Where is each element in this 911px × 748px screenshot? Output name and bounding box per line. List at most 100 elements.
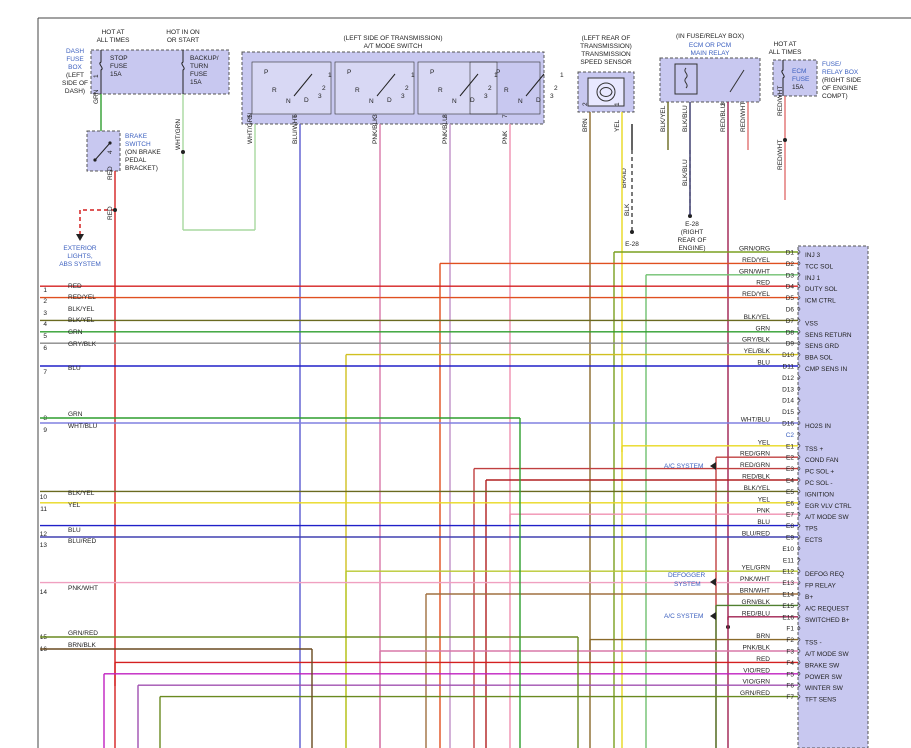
brake-switch-label-3: (ON BRAKE [125, 149, 161, 156]
left-wire-label: GRN [68, 329, 83, 336]
trans-left-side-1: (LEFT SIDE OF TRANSMISSION) [343, 35, 442, 42]
ac-system-ref-1: A/C SYSTEM [664, 463, 703, 470]
ecm-pin-terminal [797, 500, 801, 506]
mode-letter: 3 [550, 93, 554, 100]
mode-letter: N [452, 98, 457, 105]
ecm-pin-id: E13 [782, 580, 794, 587]
left-wire-number: 6 [43, 345, 47, 352]
ecm-pin-wire: RED [756, 656, 770, 663]
mode-letter: N [286, 98, 291, 105]
left-wire-label: WHT/BLU [68, 423, 98, 430]
left-wire-labels: 1RED2RED/YEL3BLK/YEL4BLK/YEL5GRN6GRY/BLK… [40, 283, 579, 748]
backup-fuse-3: FUSE [190, 71, 208, 78]
mode-letter: 1 [560, 72, 564, 79]
mode-switch-section-3 [417, 61, 498, 115]
speed-sensor-winding [599, 87, 613, 97]
ecm-pin-function: POWER SW [805, 674, 843, 681]
ecm-pin-id: E11 [783, 557, 794, 564]
ecm-pin-id: F4 [786, 660, 794, 667]
dash-fuse-label-1: DASH [66, 48, 84, 55]
ground-e28-b-1: E-28 [685, 221, 699, 228]
ecm-pin-function: VSS [805, 320, 819, 327]
ecm-pin-terminal [797, 318, 801, 323]
vertical-wire-label: RED [107, 206, 114, 220]
ecm-pin-function: BBA SOL [805, 355, 833, 362]
vertical-wire-pin: 4 [107, 150, 114, 154]
ecm-pin-wire: YEL/GRN [741, 565, 770, 572]
ecm-pin-id: E7 [786, 512, 794, 519]
ecm-pin-terminal [797, 682, 801, 688]
ground-e28-b-2: (RIGHT [681, 229, 703, 236]
ecm-pin-wire: RED/GRN [740, 451, 770, 458]
ecm-pin-terminal [797, 648, 801, 654]
ecm-pin-terminal [797, 386, 801, 392]
exterior-lights-2: LIGHTS, [67, 253, 92, 260]
ecm-fuse-1: ECM [792, 68, 806, 75]
ecm-pin-function: DUTY SOL [805, 286, 838, 293]
left-wire-label: BLU [68, 365, 81, 372]
ecm-pin-terminal [797, 660, 801, 665]
ecm-pin-wire: PNK/WHT [740, 576, 770, 583]
ecm-pin-terminal [797, 637, 801, 642]
ground-e28-b-4: ENGINE) [678, 245, 705, 252]
mode-letter: P [430, 69, 434, 76]
ecm-pin-function: B+ [805, 594, 813, 601]
backup-fuse-4: 15A [190, 79, 202, 86]
ecm-pin-id: E6 [786, 500, 794, 507]
exterior-lights-3: ABS SYSTEM [59, 261, 101, 268]
ecm-pin-id: E1 [786, 443, 794, 450]
ecm-pin-id: D5 [786, 295, 795, 302]
ecm-pin-function: FP RELAY [805, 583, 836, 590]
ecm-pin-id: D4 [786, 284, 795, 291]
brake-switch-contact-b [108, 141, 112, 145]
ecm-pin-wire: BRN [756, 633, 770, 640]
vertical-wire-label: WHT/GRN [175, 119, 182, 150]
mode-letter: 3 [318, 93, 322, 100]
vertical-wire-label: RED [107, 166, 114, 180]
ecm-pin-wire: PNK/BLK [743, 645, 771, 652]
vertical-wire-label: RED/WHT [777, 86, 784, 116]
ecm-pin-id: D12 [782, 375, 794, 382]
ecm-pin-terminal [797, 568, 801, 574]
ground-dot-b [688, 214, 692, 218]
mode-letter: 1 [411, 72, 415, 79]
ecm-relay-1: ECM OR PCM [689, 42, 731, 49]
ecm-pin-id: D11 [783, 364, 795, 371]
left-wire-number: 13 [40, 542, 48, 549]
ac-ref-arrow-1 [710, 462, 716, 470]
vertical-wire-pin: 1 [93, 74, 100, 78]
mode-letter: D [387, 97, 392, 104]
brake-switch-contact-a [93, 158, 97, 162]
ecm-pin-id: F6 [786, 683, 794, 690]
dash-fuse-label-5: SIDE OF [62, 80, 88, 87]
brake-switch: BRAKE SWITCH (ON BRAKE PEDAL BRACKET) [86, 130, 161, 172]
mode-letter: 2 [554, 85, 558, 92]
left-wire-label: BLU [68, 527, 81, 534]
ecm-pin-wire: YEL/BLK [744, 348, 771, 355]
mode-letter: D [304, 97, 309, 104]
left-wire-label: BLK/YEL [68, 317, 95, 324]
brake-switch-label-2: SWITCH [125, 141, 151, 148]
left-wire-label: PNK/WHT [68, 585, 98, 592]
left-wire-number: 14 [40, 589, 48, 596]
ecm-pin-terminal [797, 511, 801, 517]
ecm-pin-wire: RED/YEL [742, 291, 770, 298]
ecm-pin-id: F3 [786, 649, 794, 656]
ecm-pin-function: TPS [805, 526, 818, 533]
ecm-pin-terminal [797, 557, 801, 563]
stop-fuse-3: 15A [110, 71, 122, 78]
vertical-wire-label: BLK [624, 203, 631, 216]
ecm-pin-wire: YEL [758, 439, 771, 446]
left-wire-label: GRN [68, 411, 83, 418]
mode-letter: 3 [401, 93, 405, 100]
ecm-pin-id: D15 [782, 409, 794, 416]
ecm-fuse-3: 15A [792, 84, 804, 91]
ecm-fuse-symbol [781, 60, 785, 96]
left-wire-number: 1 [43, 287, 47, 294]
ecm-pin-terminal [797, 283, 801, 289]
trans-rear-3: TRANSMISSION [581, 51, 631, 58]
left-wire-label: BRN/BLK [68, 642, 96, 649]
